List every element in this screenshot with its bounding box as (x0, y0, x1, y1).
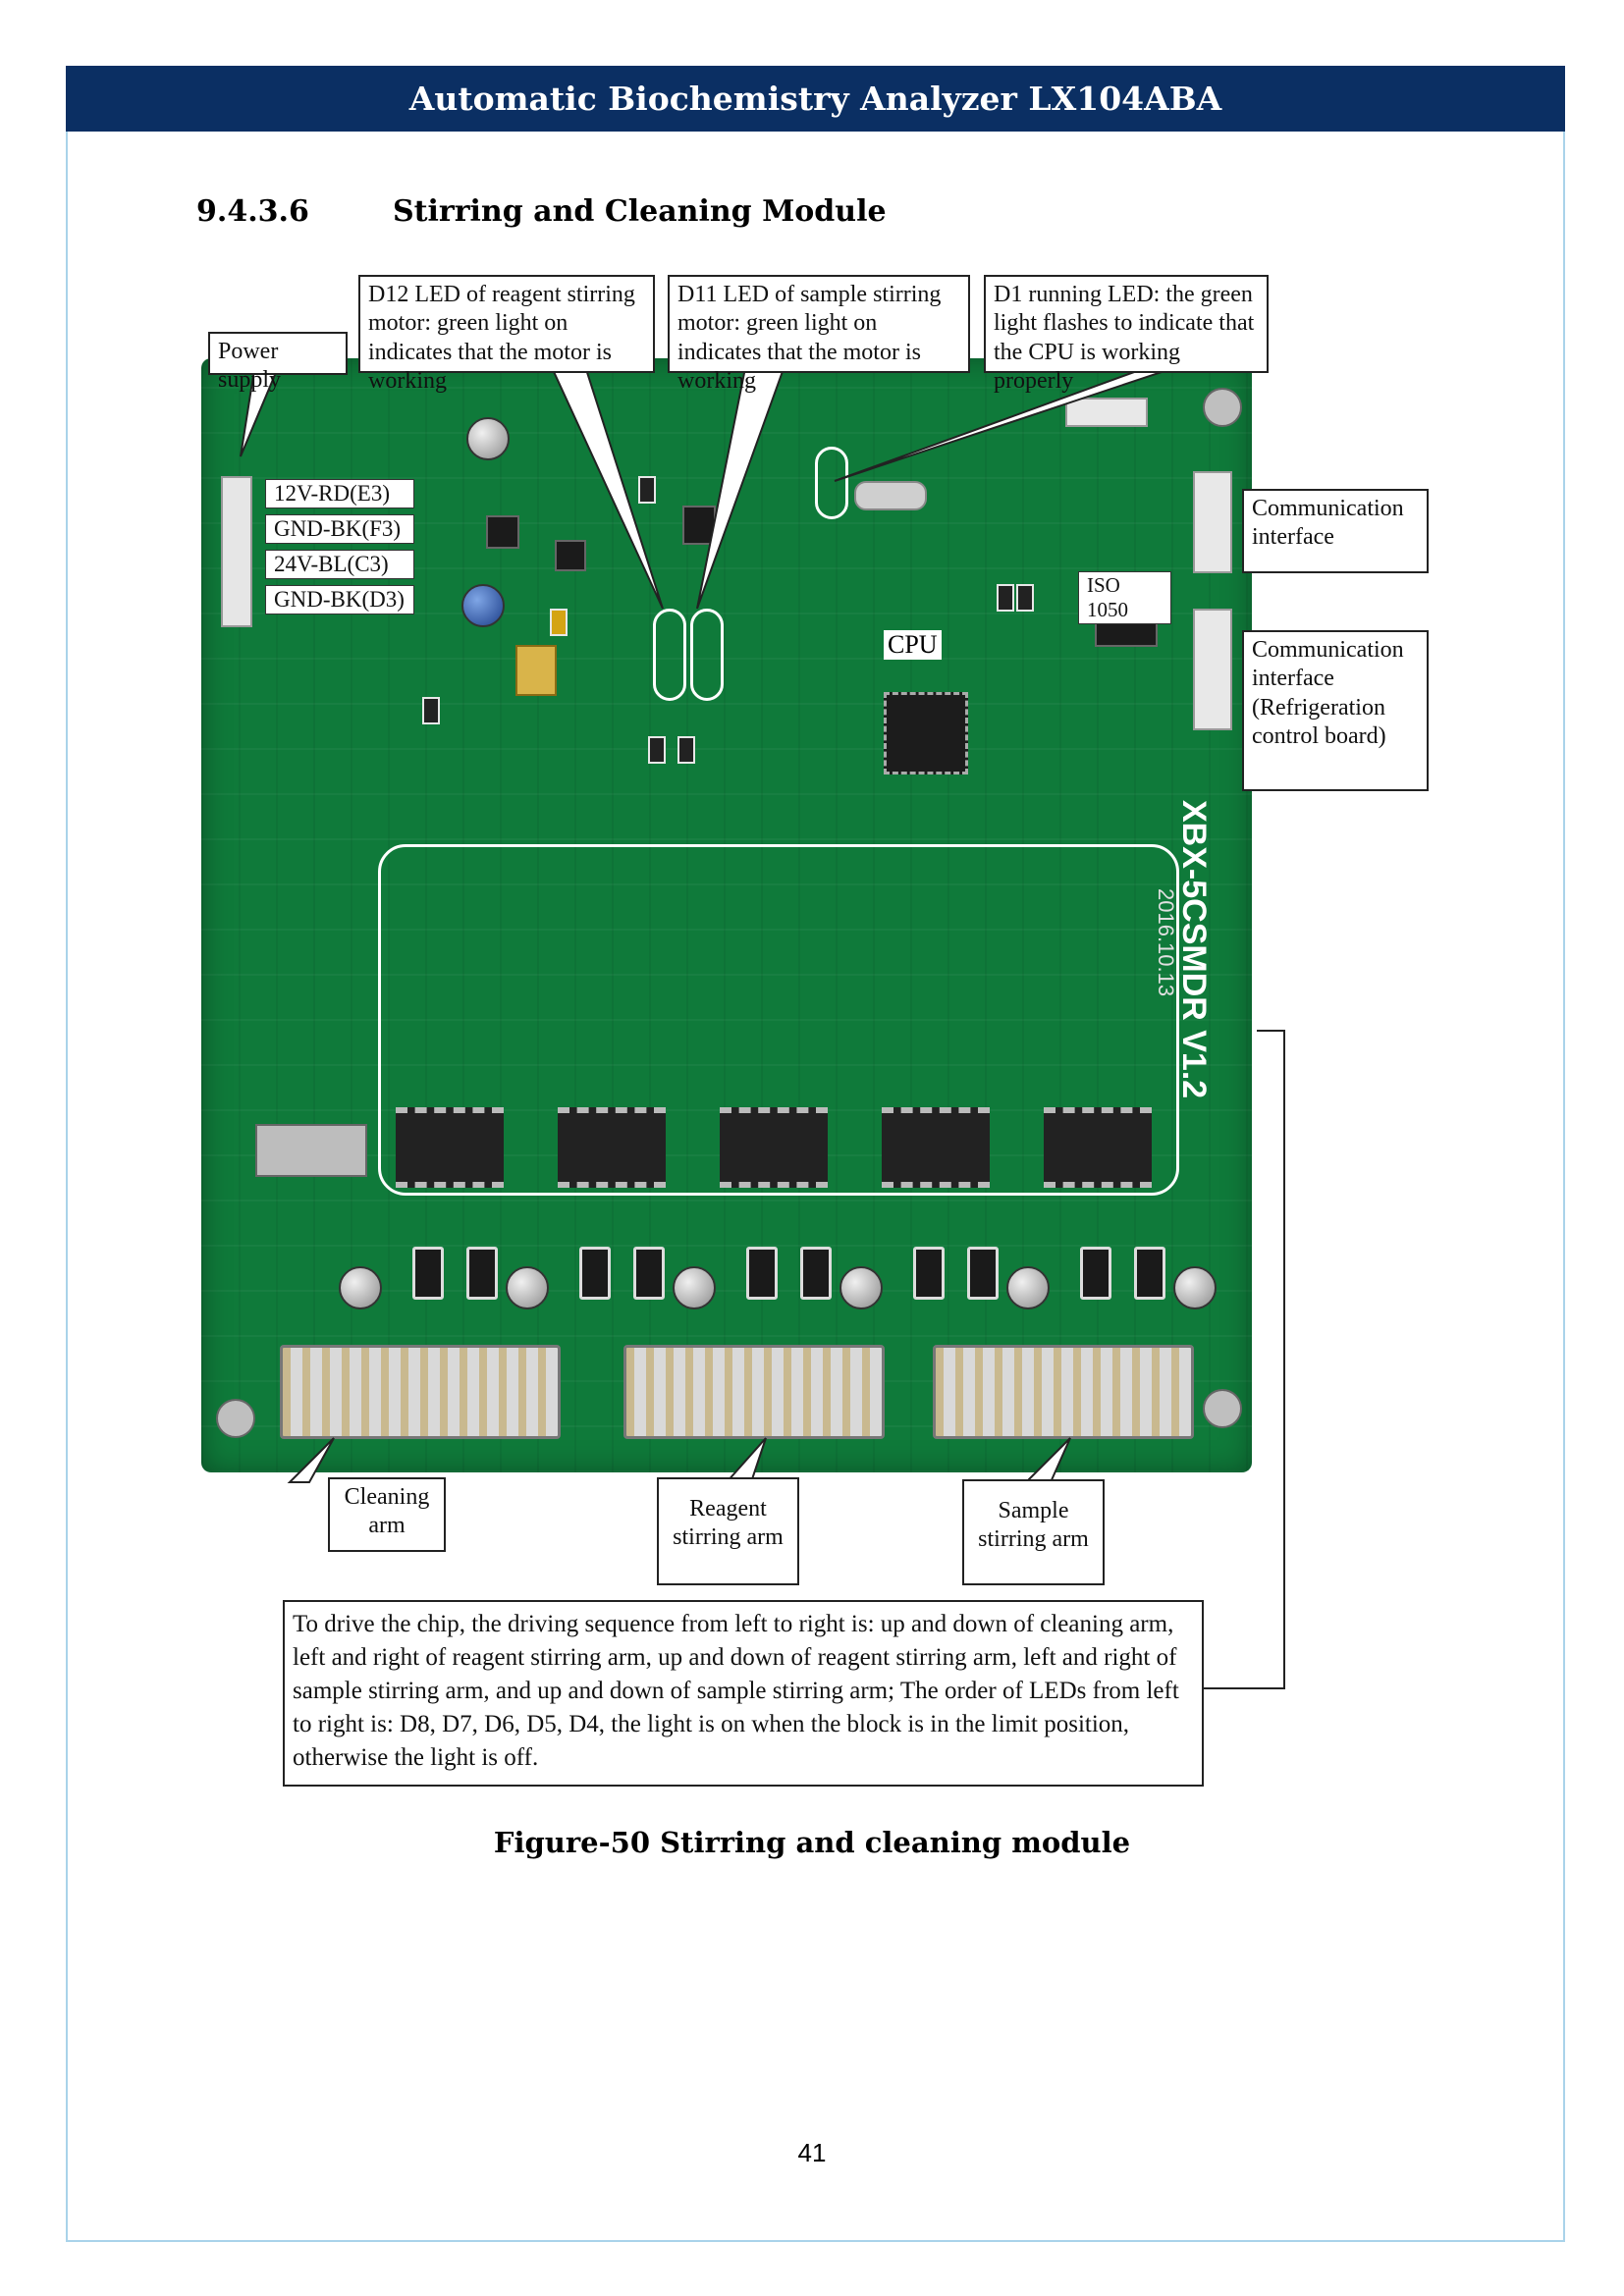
driving-sequence-note: To drive the chip, the driving sequence … (283, 1600, 1204, 1787)
power-resistor (412, 1247, 444, 1300)
cpu-chip (884, 692, 968, 774)
comm-connector-2 (1193, 609, 1232, 730)
power-resistor (1134, 1247, 1165, 1300)
callout-sample-stirring-arm: Sample stirring arm (962, 1479, 1105, 1585)
iso1050-label: ISO 1050 (1078, 571, 1171, 624)
section-title: Stirring and Cleaning Module (393, 194, 887, 229)
document-title: Automatic Biochemistry Analyzer LX104ABA (408, 80, 1222, 118)
smd-component (422, 697, 440, 724)
callout-leader-lines (240, 362, 1285, 1689)
top-connector (1065, 398, 1148, 427)
callout-power-supply: Power supply (208, 332, 348, 393)
power-resistor (633, 1247, 665, 1300)
electrolytic-capacitor (339, 1266, 382, 1309)
crystal-oscillator (854, 481, 927, 510)
d1-led-highlight (815, 447, 848, 519)
pin-label: GND-BK(F3) (265, 514, 414, 544)
power-resistor (800, 1247, 832, 1300)
cleaning-arm-connector (280, 1345, 561, 1439)
electrolytic-capacitor (839, 1266, 883, 1309)
electrolytic-capacitor (506, 1266, 549, 1309)
ic-chip (555, 540, 586, 571)
callout-text: Power supply (218, 339, 282, 394)
pin-label: GND-BK(D3) (265, 585, 414, 614)
tantalum-capacitor (515, 645, 557, 696)
sample-arm-connector (933, 1345, 1194, 1439)
callout-cleaning-arm: Cleaning arm (328, 1477, 446, 1552)
driver-chip (720, 1107, 828, 1188)
reagent-arm-connector (623, 1345, 885, 1439)
power-resistor (1080, 1247, 1111, 1300)
smd-component (550, 609, 568, 636)
power-connector (221, 476, 252, 627)
callout-communication-refrigeration: Communication interface (Refrigeration c… (1242, 630, 1429, 791)
pin-label: 24V-BL(C3) (265, 550, 414, 579)
page-number: 41 (797, 2138, 827, 2167)
electrolytic-capacitor (673, 1266, 716, 1309)
electrolytic-capacitor (1006, 1266, 1050, 1309)
d11-led-highlight (690, 609, 724, 701)
figure-caption: Figure-50 Stirring and cleaning module (493, 1826, 1131, 1859)
board-date-text: 2016.10.13 (1154, 888, 1178, 997)
callout-reagent-stirring-arm: Reagent stirring arm (657, 1477, 799, 1585)
callout-text: Reagent stirring arm (673, 1496, 784, 1551)
note-text: To drive the chip, the driving sequence … (293, 1611, 1179, 1771)
power-resistor (746, 1247, 778, 1300)
callout-text: D1 running LED: the green light flashes … (994, 282, 1255, 394)
callout-text: D11 LED of sample stirring motor: green … (677, 282, 942, 394)
electrolytic-capacitor (1173, 1266, 1217, 1309)
callout-text: Communication interface (Refrigeration c… (1252, 637, 1404, 749)
ic-chip (486, 515, 519, 549)
section-number: 9.4.3.6 (196, 194, 309, 229)
smd-component (997, 584, 1014, 612)
power-resistor (913, 1247, 945, 1300)
electrolytic-capacitor (461, 584, 505, 627)
smd-component (1016, 584, 1034, 612)
mounting-screw (1203, 1389, 1242, 1428)
document-header: Automatic Biochemistry Analyzer LX104ABA (66, 66, 1565, 132)
driver-chip (558, 1107, 666, 1188)
callout-text: Sample stirring arm (978, 1498, 1089, 1553)
smd-component (648, 736, 666, 764)
callout-d12-led: D12 LED of reagent stirring motor: green… (358, 275, 655, 394)
power-resistor (967, 1247, 999, 1300)
power-resistor (579, 1247, 611, 1300)
driver-chip (882, 1107, 990, 1188)
pin-label: 12V-RD(E3) (265, 479, 414, 508)
ic-chip (255, 1124, 367, 1177)
driver-chip (1044, 1107, 1152, 1188)
power-resistor (466, 1247, 498, 1300)
comm-connector-1 (1193, 471, 1232, 573)
pcb-board-photo: XBX-5CSMDR V1.2 2016.10.13 (201, 358, 1252, 1472)
smd-component (677, 736, 695, 764)
driver-chip (396, 1107, 504, 1188)
mounting-screw (216, 1399, 255, 1438)
mounting-screw (1203, 388, 1242, 427)
callout-text: Cleaning arm (344, 1484, 430, 1539)
board-model-text: XBX-5CSMDR V1.2 (1175, 800, 1213, 1099)
d12-led-highlight (653, 609, 686, 701)
electrolytic-capacitor (466, 417, 510, 460)
driver-chips-region (378, 844, 1179, 1196)
callout-text: Communication interface (1252, 496, 1404, 551)
callout-d1-led: D1 running LED: the green light flashes … (984, 275, 1269, 394)
callout-d11-led: D11 LED of sample stirring motor: green … (668, 275, 970, 394)
callout-communication-interface: Communication interface (1242, 489, 1429, 573)
smd-component (638, 476, 656, 504)
section-heading: 9.4.3.6 Stirring and Cleaning Module (196, 194, 887, 229)
callout-text: D12 LED of reagent stirring motor: green… (368, 282, 635, 394)
cpu-label: CPU (884, 630, 942, 660)
figure-stirring-cleaning-module: XBX-5CSMDR V1.2 2016.10.13 (196, 265, 1434, 1787)
